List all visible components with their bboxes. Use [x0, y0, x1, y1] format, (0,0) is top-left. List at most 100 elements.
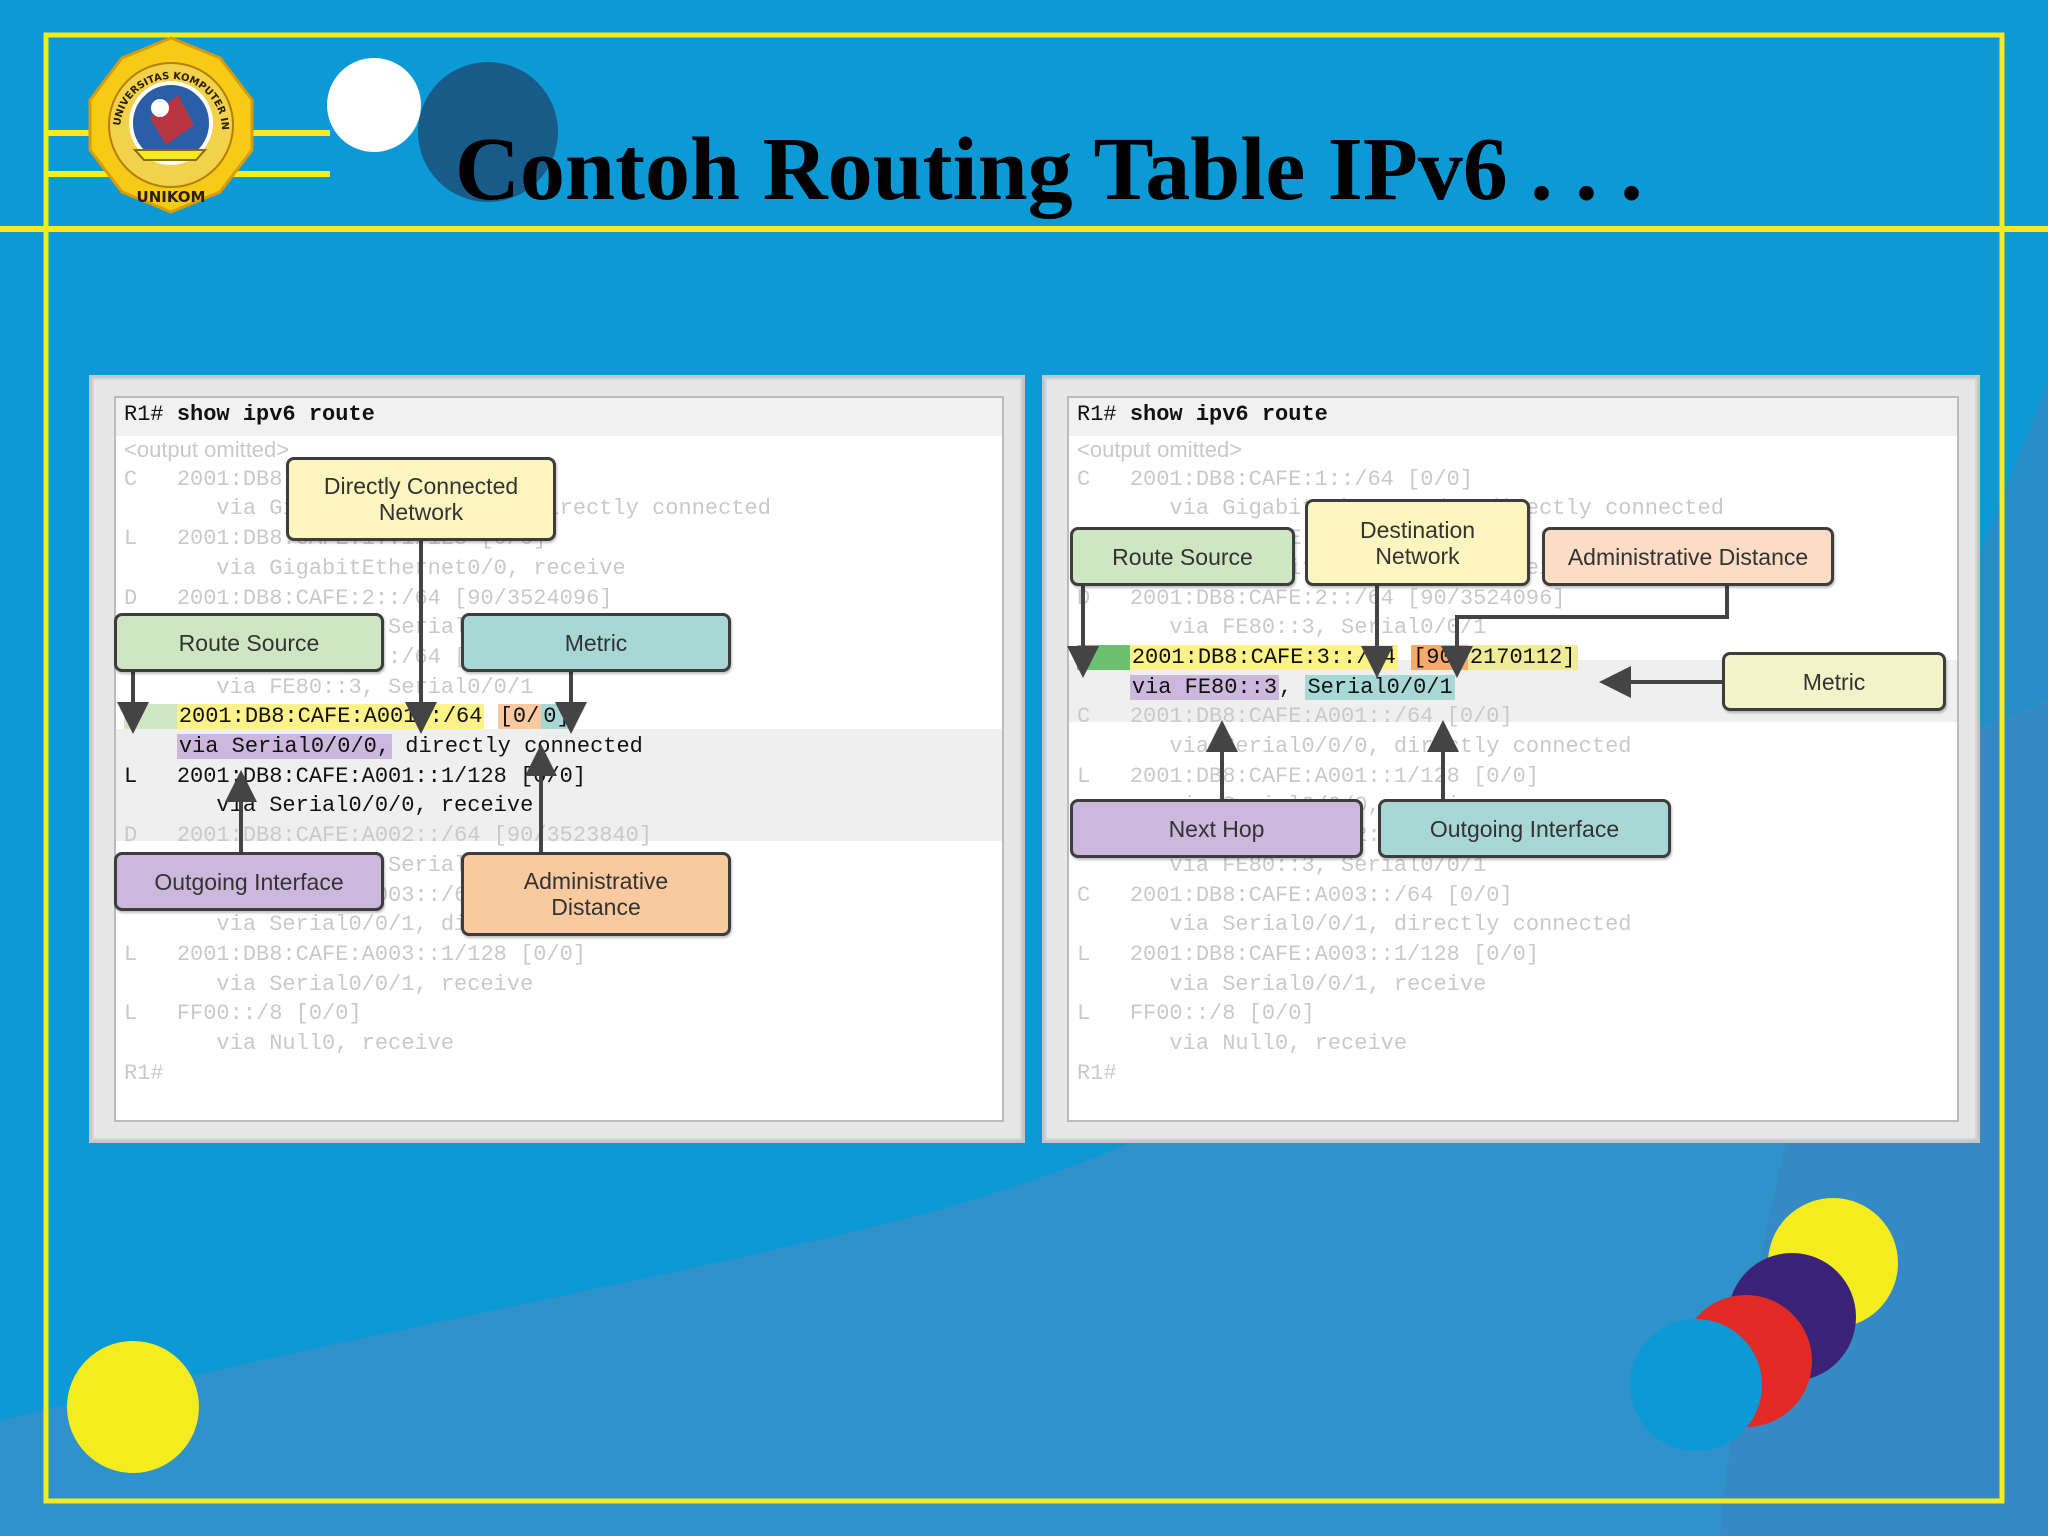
terminal-line: R1# [1077, 1060, 1117, 1088]
route-text: R1# [1077, 1060, 1117, 1086]
terminal-line: via Serial0/0/1, receive [124, 971, 533, 999]
terminal-line: C 2001:DB8:CAFE:1::/64 [0/0] [1077, 466, 1473, 494]
route-code [1077, 615, 1130, 640]
terminal-line: L 2001:DB8:CAFE:A003::1/128 [0/0] [124, 941, 586, 969]
terminal-line: via Serial0/0/0, receive [124, 792, 533, 820]
callout-directly-connected-network: Directly Connected Network [286, 457, 556, 541]
route-code [124, 912, 177, 937]
terminal-line: <output omitted> [1077, 436, 1242, 466]
route-text: 2001:DB8:CAFE:A003::1/128 [0/0] [1129, 941, 1540, 967]
route-text: 2001:DB8:CAFE:2::/64 [90/3524096] [176, 585, 613, 611]
route-code: L [1077, 1001, 1130, 1027]
route-text: 2001:DB8:CAFE:1::/64 [0/0] [1129, 466, 1474, 492]
callout-left-administrative-distance: Administrative Distance [461, 852, 731, 936]
callout-right-outgoing-interface: Outgoing Interface [1378, 799, 1671, 858]
callout-left-route-source: Route Source [114, 613, 384, 672]
terminal-line: L 2001:DB8:CAFE:A001::1/128 [0/0] [1077, 763, 1539, 791]
route-code [1077, 675, 1130, 700]
route-text: via Null0, receive [1129, 1031, 1408, 1056]
route-text: 2001:DB8:CAFE:A003::1/128 [0/0] [176, 941, 587, 967]
slide-title: Contoh Routing Table IPv6 . . . [455, 120, 1643, 219]
terminal-line: via Null0, receive [1077, 1030, 1407, 1058]
terminal-line: via FE80::3, Serial0/0/1 [1077, 674, 1455, 702]
route-code [1077, 734, 1130, 759]
route-text: via Serial0/0/1, receive [1129, 971, 1487, 997]
route-text: via FE80::3, Serial0/0/1 [1129, 615, 1487, 641]
route-text: via Serial0/0/1, directly connected [1129, 912, 1632, 938]
terminal-line: via Serial0/0/1, directly connected [1077, 911, 1632, 939]
terminal-line: via Serial0/0/0, directly connected [124, 733, 643, 761]
left-command-line: R1# show ipv6 route [124, 402, 375, 427]
route-code [124, 734, 177, 759]
route-code [124, 1031, 177, 1056]
route-text: via Serial0/0/0, receive [176, 793, 534, 819]
route-text: via Serial0/0/0, directly connected [176, 734, 643, 759]
route-text: via Serial0/0/1, receive [176, 971, 534, 997]
terminal-line: via FE80::3, Serial0/0/1 [124, 674, 533, 702]
terminal-line: via FE80::3, Serial0/0/1 [1077, 614, 1486, 642]
route-text: 2001:DB8:CAFE:A001::1/128 [0/0] [1129, 763, 1540, 789]
route-text: 2001:DB8:CAFE:A001::/64 [0/0] [1129, 704, 1513, 730]
route-code: D [124, 585, 177, 611]
route-code [124, 793, 177, 818]
route-text: 2001:DB8:CAFE:A002::/64 [90/3523840] [176, 823, 653, 849]
route-code: L [1077, 941, 1130, 967]
route-code: D [124, 823, 177, 849]
route-code [1077, 1031, 1130, 1056]
route-code [1077, 972, 1130, 997]
route-text: 2001:DB8:CAFE:3::/64 [90/2170112] [1129, 644, 1578, 670]
terminal-line: C 2001:DB8:CAFE:A003::/64 [0/0] [1077, 882, 1513, 910]
route-text: <output omitted> [124, 437, 290, 462]
terminal-line: D 2001:DB8:CAFE:3::/64 [90/2170112] [1077, 644, 1578, 672]
terminal-line: via GigabitEthernet0/0, receive [124, 555, 626, 583]
route-text: 2001:DB8:CAFE:A001::1/128 [0/0] [176, 763, 587, 789]
route-code [124, 556, 177, 581]
unikom-logo: UNIVERSITAS KOMPUTER INDONESIA UNIKOM [0, 0, 254, 214]
route-text: via FE80::3, Serial0/0/1 [176, 674, 534, 700]
route-code: L [1077, 763, 1130, 789]
terminal-line: via Serial0/0/0, directly connected [1077, 733, 1632, 761]
terminal-line: R1# [124, 1060, 164, 1088]
route-text: R1# [124, 1060, 164, 1086]
route-code [1077, 912, 1130, 937]
route-code [124, 675, 177, 700]
callout-right-metric: Metric [1722, 652, 1946, 711]
route-code [124, 496, 177, 521]
route-code: L [124, 1001, 177, 1027]
left-routing-table-panel: R1# show ipv6 route <output omitted> C 20… [89, 375, 1025, 1143]
terminal-line: C 2001:DB8:CAFE:A001::/64 [0/0] [1077, 703, 1513, 731]
callout-right-administrative-distance: Administrative Distance [1542, 527, 1834, 586]
right-routing-table-panel: R1# show ipv6 route <output omitted>C 20… [1042, 375, 1980, 1143]
route-code: L [124, 763, 177, 789]
callout-left-outgoing-interface: Outgoing Interface [114, 852, 384, 911]
callout-destination-network: Destination Network [1305, 499, 1530, 586]
route-text: FF00::/8 [0/0] [176, 1001, 362, 1027]
terminal-line: C 2001:DB8:CAFE:A001::/64 [0/0] [124, 703, 572, 731]
route-code [1077, 496, 1130, 521]
callout-right-route-source: Route Source [1070, 527, 1295, 586]
route-code: C [124, 466, 177, 492]
route-code: D [1077, 644, 1130, 670]
route-text: via GigabitEthernet0/0, receive [176, 555, 626, 581]
left-command-bar [116, 398, 1002, 436]
route-code: C [124, 704, 177, 730]
route-code: D [1077, 585, 1130, 611]
terminal-line: D 2001:DB8:CAFE:2::/64 [90/3524096] [1077, 585, 1565, 613]
terminal-line: L FF00::/8 [0/0] [1077, 1000, 1315, 1028]
route-text: via Null0, receive [176, 1031, 455, 1056]
route-text: via Serial0/0/0, directly connected [1129, 734, 1632, 759]
left-terminal: R1# show ipv6 route <output omitted> C 20… [114, 396, 1004, 1122]
terminal-line: D 2001:DB8:CAFE:A002::/64 [90/3523840] [124, 822, 652, 850]
terminal-line: L 2001:DB8:CAFE:A003::1/128 [0/0] [1077, 941, 1539, 969]
route-code: C [1077, 704, 1130, 730]
route-code [124, 972, 177, 997]
terminal-line: via Null0, receive [124, 1030, 454, 1058]
route-text: FF00::/8 [0/0] [1129, 1001, 1315, 1027]
terminal-line: D 2001:DB8:CAFE:2::/64 [90/3524096] [124, 585, 612, 613]
terminal-line: <output omitted> [124, 436, 289, 466]
callout-left-metric: Metric [461, 613, 731, 672]
route-code: L [124, 941, 177, 967]
logo-name-text: UNIKOM [137, 188, 206, 206]
route-text: 2001:DB8:CAFE:A003::/64 [0/0] [1129, 882, 1513, 908]
